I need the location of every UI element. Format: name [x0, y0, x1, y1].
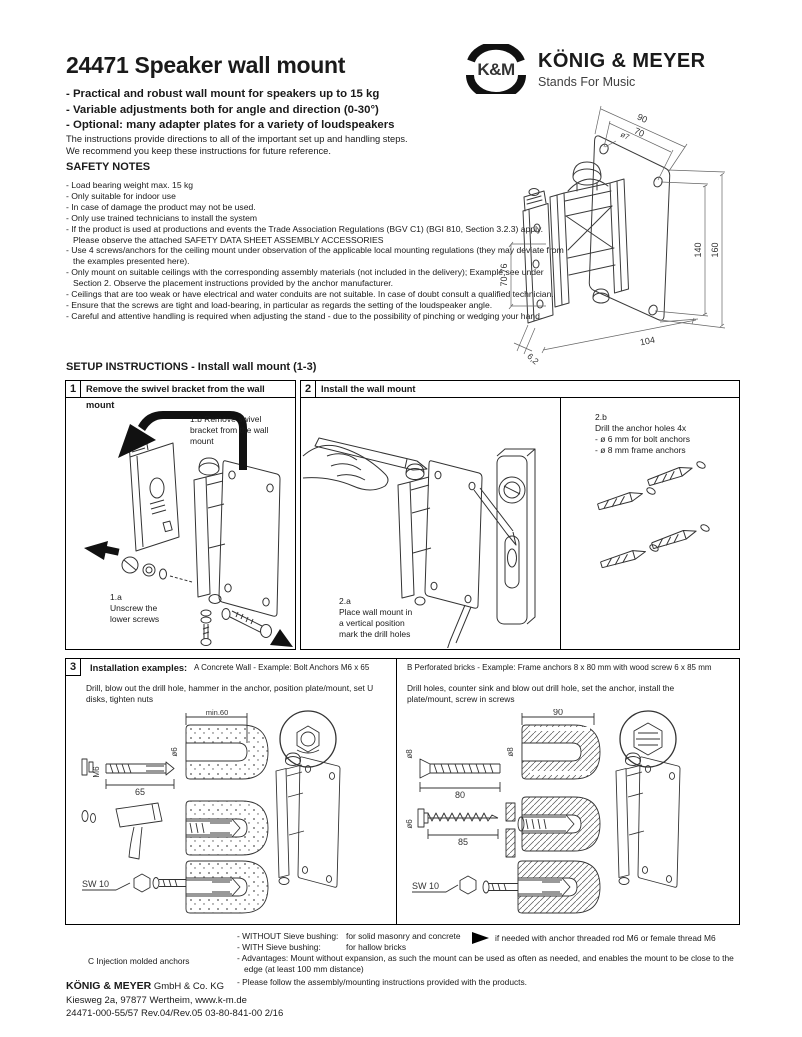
safety-note: - Ensure that the screws are tight and l…: [66, 299, 493, 310]
injection-anchors-label: C Injection molded anchors: [88, 956, 190, 966]
label-dia6: ø6: [170, 747, 179, 757]
bushing-with-label: - WITH Sieve bushing:: [237, 942, 321, 952]
footer-address: Kiesweg 2a, 97877 Wertheim, www.k-m.de: [66, 994, 247, 1006]
page-title: 24471 Speaker wall mount: [66, 52, 346, 78]
step1-number: 1: [66, 381, 81, 397]
safety-note: - Use 4 screws/anchors for the ceiling m…: [66, 245, 564, 267]
step1-panel: 1 Remove the swivel bracket from the wal…: [65, 380, 296, 650]
footer-company-bold: KÖNIG & MEYER: [66, 980, 152, 992]
feature-item: - Practical and robust wall mount for sp…: [66, 88, 380, 100]
footer-company-rest: GmbH & Co. KG: [151, 981, 225, 992]
safety-heading: SAFETY NOTES: [66, 161, 151, 173]
footer: KÖNIG & MEYER GmbH & Co. KG Kiesweg 2a, …: [66, 980, 283, 1021]
bushing-without-text: for solid masonry and concrete: [346, 931, 461, 941]
step1-illustration-area: 1.b Remove swivel bracket from the wall …: [66, 398, 295, 649]
example-b-description: Drill holes, counter sink and blow out d…: [407, 683, 675, 705]
label-dia8a: ø8: [405, 749, 414, 759]
label-sw10-b: SW 10: [412, 881, 439, 891]
safety-note: - If the product is used at productions …: [66, 223, 544, 245]
safety-note: - Ceilings that are too weak or have ele…: [66, 289, 554, 300]
feature-list: - Practical and robust wall mount for sp…: [66, 87, 395, 134]
label-dia6-b: ø6: [405, 819, 414, 829]
step1-title: Remove the swivel bracket from the wall …: [86, 384, 265, 410]
pointer-arrow-icon: [472, 932, 489, 944]
dim-140-label: 140: [693, 242, 703, 257]
step2-number: 2: [301, 381, 316, 397]
feature-item: - Variable adjustments both for angle an…: [66, 103, 379, 116]
bushing-with-text: for hallow bricks: [346, 942, 407, 952]
safety-note: - Only use trained technicians to instal…: [66, 212, 258, 223]
intro-line: We recommend you keep these instructions…: [66, 145, 331, 156]
step3-column-divider: [396, 659, 397, 924]
safety-note: - In case of damage the product may not …: [66, 201, 256, 212]
step1-illustration: [84, 411, 293, 647]
intro-line: The instructions provide directions to a…: [66, 134, 408, 144]
dim-70-label: 70: [633, 126, 646, 139]
product-dimension-drawing: 90 70 ø7 140 160 70-76 6,2 104: [499, 105, 726, 367]
follow-note: - Please follow the assembly/mounting in…: [237, 977, 528, 987]
step2-illustration: [302, 437, 710, 648]
step2-title: Install the wall mount: [321, 384, 416, 394]
label-min60: min.60: [206, 709, 229, 717]
safety-note: - Only suitable for indoor use: [66, 190, 176, 201]
km-emblem-icon: K&M: [466, 44, 526, 94]
label-85: 85: [458, 837, 468, 847]
footer-doc-code: 24471-000-55/57 Rev.04/Rev.05 03-80-841-…: [66, 1008, 284, 1019]
label-80: 80: [455, 790, 465, 800]
arrow-note: if needed with anchor threaded rod M6 or…: [495, 933, 716, 943]
dim-depth-label: 70-76: [499, 263, 509, 286]
label-90: 90: [553, 709, 563, 717]
label-m6: M6: [92, 766, 101, 778]
brand-tagline: Stands For Music: [538, 75, 636, 89]
km-monogram: K&M: [477, 60, 515, 79]
step3-title: Installation examples:: [90, 663, 188, 673]
step3-panel: 3 Installation examples: A Concrete Wall…: [65, 658, 740, 925]
step2-panel: 2 Install the wall mount: [300, 380, 740, 650]
step3-number: 3: [66, 659, 81, 676]
step1-header: 1 Remove the swivel bracket from the wal…: [66, 381, 295, 410]
example-a-description: Drill, blow out the drill hole, hammer i…: [86, 683, 374, 705]
step2-note-a: 2.a Place wall mount in a vertical posit…: [339, 596, 413, 639]
feature-item: - Optional: many adapter plates for a va…: [66, 119, 395, 131]
dim-160-label: 160: [710, 242, 720, 257]
step1-note-a: 1.a Unscrew the lower screws: [110, 592, 160, 624]
dim-90-label: 90: [636, 112, 649, 125]
dim-dia7-label: ø7: [619, 130, 631, 142]
step2-note-b: 2.b Drill the anchor holes 4x - ø 6 mm f…: [595, 412, 690, 455]
example-a-heading: A Concrete Wall - Example: Bolt Anchors …: [194, 663, 370, 672]
safety-note: - Careful and attentive handling is requ…: [66, 310, 543, 321]
km-logo: K&M: [464, 44, 528, 94]
brand-block: KÖNIG & MEYER Stands For Music: [538, 50, 705, 89]
label-sw10-a: SW 10: [82, 879, 109, 889]
dim-62-label: 6,2: [525, 351, 541, 367]
safety-note: - Load bearing weight max. 15 kg: [66, 180, 194, 190]
setup-heading: SETUP INSTRUCTIONS - Install wall mount …: [66, 361, 317, 373]
dim-104-label: 104: [639, 335, 656, 348]
safety-note: - Only mount on suitable ceilings with t…: [66, 267, 544, 289]
example-a-illustration: M6 65 ø6 min.60 SW 10: [81, 709, 341, 914]
bushing-without-label: - WITHOUT Sieve bushing:: [237, 931, 339, 941]
advantages-note: - Advantages: Mount without expansion, a…: [237, 953, 734, 975]
step2-header: 2 Install the wall mount: [301, 381, 739, 398]
step2-illustration-area: 2.a Place wall mount in a vertical posit…: [301, 398, 739, 649]
example-b-illustration: ø8 80 ø8 90 ø6 85 SW 10: [405, 709, 681, 914]
safety-notes-list: - Load bearing weight max. 15 kg - Only …: [66, 180, 568, 322]
intro-text: The instructions provide directions to a…: [66, 134, 408, 157]
brand-name: KÖNIG & MEYER: [538, 50, 706, 72]
label-65: 65: [135, 787, 145, 797]
label-dia8b: ø8: [506, 747, 515, 757]
step2-column-divider: [560, 398, 561, 649]
step1-note-b: 1.b Remove swivel bracket from the wall …: [190, 414, 269, 446]
example-b-heading: B Perforated bricks - Example: Frame anc…: [407, 663, 712, 672]
